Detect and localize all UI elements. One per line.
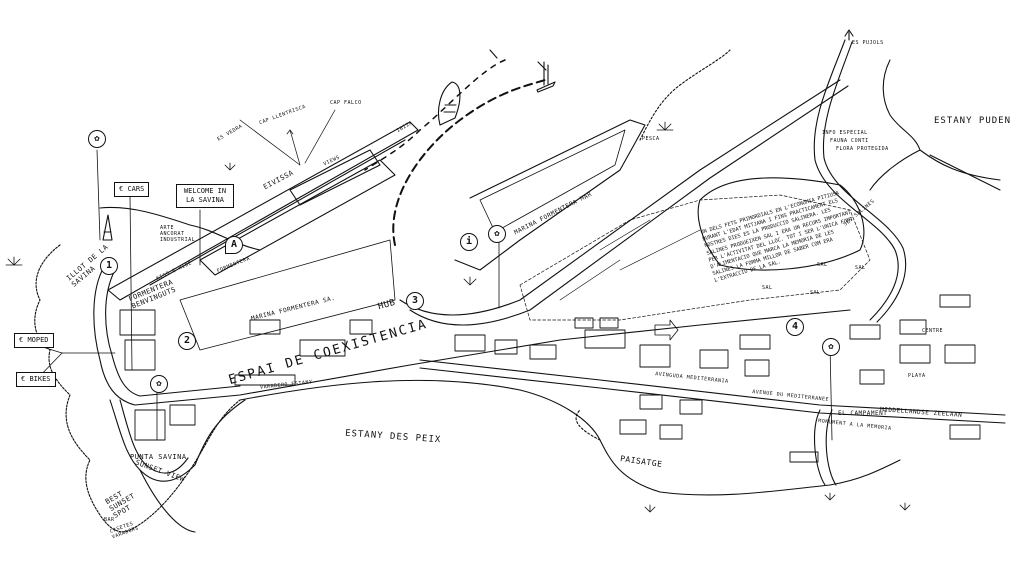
label-arte: ARTE ANCORAT INDUSTRIAL [160,225,196,243]
label-el-campament: EL CAMPAMENT [838,410,888,417]
label-fauna: FAUNA CONTI [830,138,869,144]
welcome-sign: WELCOME IN LA SAVINA [176,184,234,208]
marker-2: 2 [178,332,196,350]
label-punta-savina: PUNTA SAVINA [130,453,187,461]
monument-icon: ✿ [822,338,840,356]
main-pier [107,121,419,301]
label-bar: BAR [104,517,115,523]
bikes-sign: € BIKES [16,372,56,387]
road-loop [93,264,851,406]
marker-4: 4 [786,318,804,336]
coastline-west [34,244,241,533]
label-flora: FLORA PROTEGIDA [836,146,889,152]
moped-sign: € MOPED [14,333,54,348]
label-playa: PLAYA [908,373,926,379]
ferry-route [392,79,546,246]
label-sal-2: SAL [855,265,866,271]
label-sal-4: SAL [810,290,821,296]
cars-sign: € CARS [114,182,150,197]
lighthouse [102,214,113,241]
shoreline-estany-des-peix [239,379,901,496]
marker-a: A [225,236,243,254]
marina-breakwater [454,119,646,271]
label-cap-falco: CAP FALCO [330,100,362,106]
marker-1: 1 [100,257,118,275]
moped-label: MOPED [27,336,49,344]
bike-icon: ✿ [150,375,168,393]
marker-i: i [460,233,478,251]
marker-3: 3 [406,292,424,310]
label-pesca: PESCA [642,136,660,142]
cars-label: CARS [127,185,145,193]
salt-flats-area [519,194,871,321]
label-es-pujols: ES PUJOLS [852,40,884,46]
estany-pudent-shore [869,59,1001,191]
label-centre: CENTRE [922,328,944,334]
label-sal-3: SAL [762,285,773,291]
bikes-label: BIKES [29,375,51,383]
label-sal-1: SAL [817,262,828,268]
ferry-boat [437,81,461,126]
info-icon: ✿ [88,130,106,148]
road-es-pujols [813,39,899,321]
label-info-especial: INFO ESPECIAL [822,130,868,136]
viewpoint-icon: ✿ [488,225,506,243]
avenue-mediterrania [419,359,1006,416]
label-estany-pudent: ESTANY PUDENT [934,116,1010,126]
